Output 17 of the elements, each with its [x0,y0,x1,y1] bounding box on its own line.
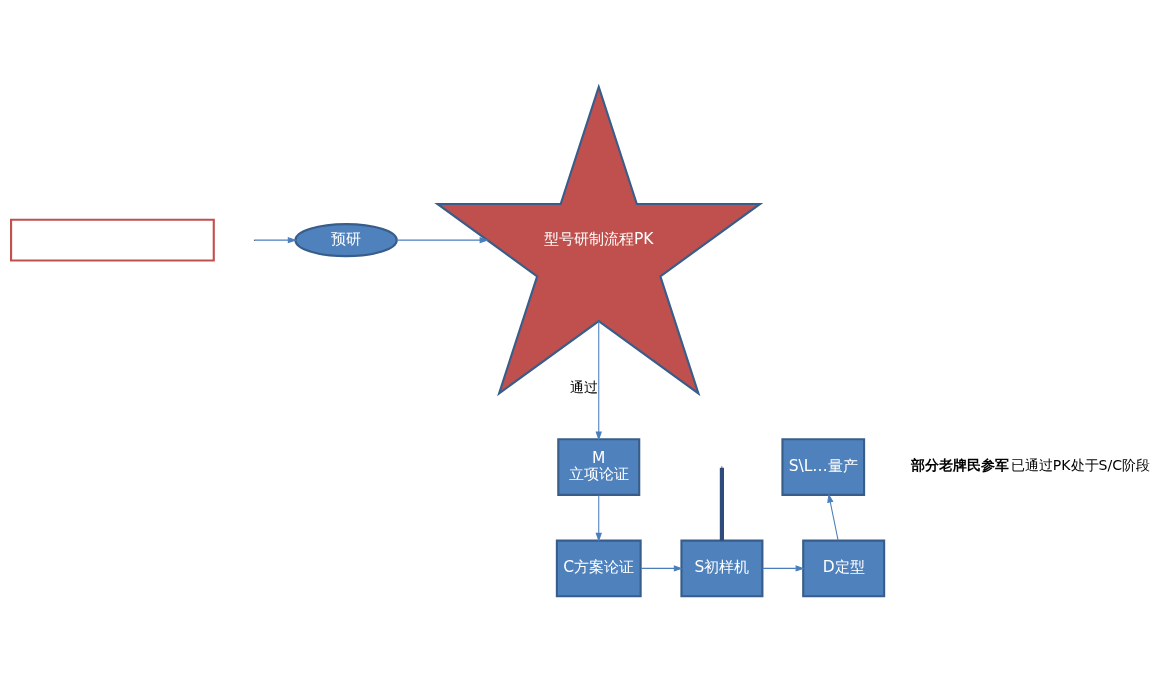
label: 部分老牌民参军已通过PK处于S/C阶段 [910,456,1151,473]
arrow [254,236,297,244]
arrow [595,320,602,441]
node-box: M 立项论证 [557,438,641,496]
arrow [640,565,683,572]
node-box [10,218,215,262]
node-box: S\L…量产 [781,438,866,496]
arrow [595,494,602,542]
arrow [762,565,805,572]
node-box: C方案论证 [555,539,642,598]
arrow [396,236,489,244]
connector [719,467,725,541]
edge-label: 通过 [570,378,599,395]
node-box: S初样机 [680,539,764,598]
node-ellipse: 预研 [294,223,398,258]
arrow [827,493,839,541]
node-box: D定型 [802,539,886,598]
